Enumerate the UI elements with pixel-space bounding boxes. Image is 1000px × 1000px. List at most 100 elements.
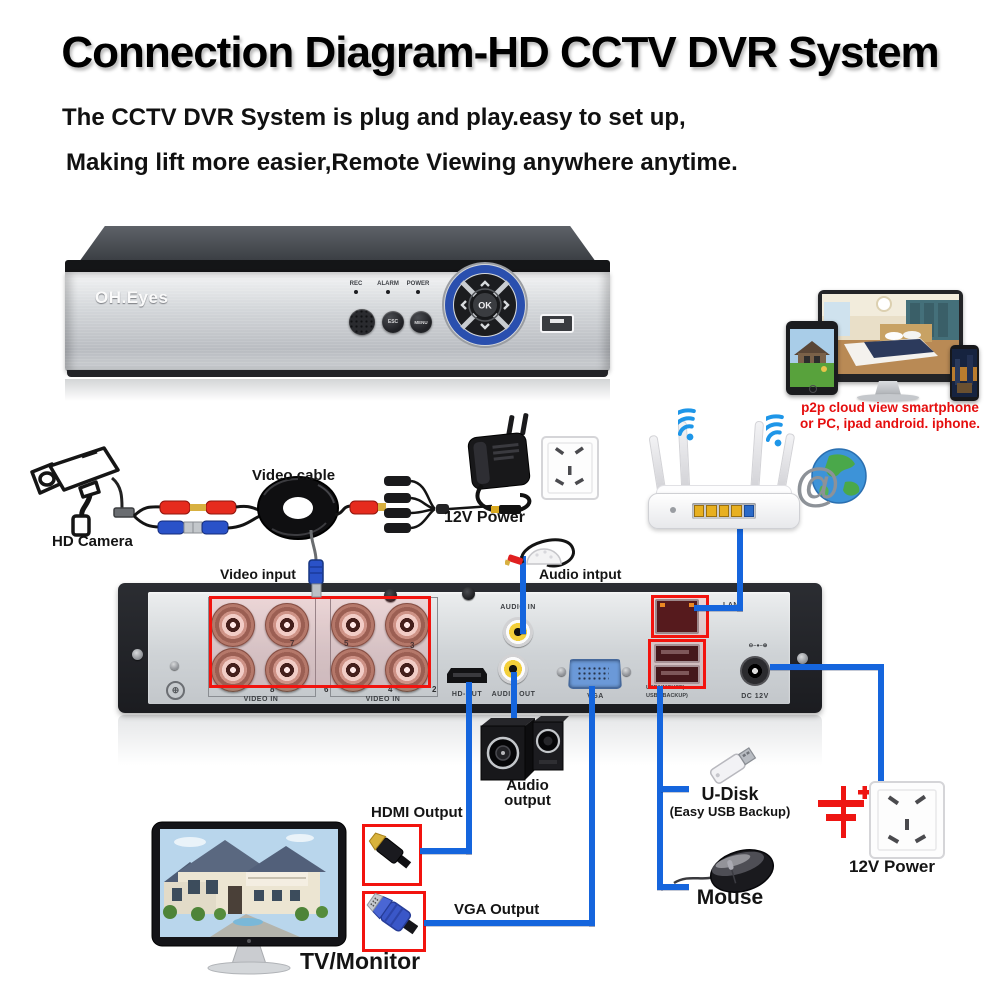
usb1-port[interactable]: [654, 644, 700, 663]
hdmi-out-port[interactable]: [447, 668, 487, 683]
video-cable-assembly: [132, 476, 493, 540]
mouse-label: Mouse: [696, 886, 764, 909]
dvr-bottom-edge: [67, 370, 608, 377]
dvr-front-view: OH.Eyes REC ALARM POWER ESC MENU OK: [65, 226, 610, 401]
router-button: [670, 507, 676, 513]
polarity-mark: ⊖–●–⊕: [748, 643, 768, 649]
bnc-video-in[interactable]: [265, 648, 309, 692]
alarm-led: ALARM: [371, 281, 405, 294]
line-usb-v: [657, 686, 663, 890]
bnc-video-in[interactable]: [265, 603, 309, 647]
lan-port[interactable]: [655, 599, 699, 634]
page-title: Connection Diagram-HD CCTV DVR System: [61, 28, 939, 77]
video-in-label-a: VIDEO IN: [243, 696, 279, 703]
subtitle-line-2: Making lift more easier,Remote Viewing a…: [66, 149, 738, 176]
ok-button-label: OK: [478, 301, 492, 311]
menu-button[interactable]: MENU: [410, 311, 432, 333]
remote-devices: [780, 285, 995, 403]
monitor-screen-bedroom: [822, 294, 959, 374]
dvr-reflection: [65, 379, 610, 401]
ethernet-port: [731, 505, 742, 517]
vga-plug-icon: [366, 893, 418, 935]
dc-12v-label: DC 12V: [741, 693, 769, 700]
audio-microphone-icon: [505, 538, 575, 568]
bnc-video-in[interactable]: [331, 603, 375, 647]
dc-12v-port[interactable]: [740, 656, 770, 686]
line-lan-h: [694, 605, 743, 611]
vga-screw: [622, 667, 631, 676]
bnc-connector-pair: [157, 520, 229, 535]
wall-outlet-icon: [541, 436, 599, 500]
tv-monitor-label: TV/Monitor: [300, 948, 421, 974]
hdmi-plug-icon: [368, 832, 412, 869]
highlight-lan: [651, 595, 709, 638]
bnc-number: 5: [344, 639, 349, 648]
vga-screw: [557, 667, 566, 676]
ethernet-port: [706, 505, 717, 517]
ir-receiver: [349, 309, 375, 335]
tablet-home-button: [809, 385, 817, 393]
brand-logo: OH.Eyes: [95, 288, 169, 307]
smartphone: [950, 345, 979, 401]
power-adapter-icon: [467, 413, 532, 514]
front-usb-port[interactable]: [540, 314, 574, 333]
wifi-icon: [766, 414, 784, 447]
wifi-router: [640, 405, 805, 537]
line-lan-v: [737, 527, 743, 611]
subtitle-line-1: The CCTV DVR System is plug and play.eas…: [62, 104, 686, 131]
vga-output-label: VGA Output: [454, 901, 540, 918]
wan-port: [743, 505, 755, 517]
cable-coil: [257, 476, 339, 540]
u-disk-label: U-Disk: [701, 784, 759, 804]
rca-connector: [349, 500, 379, 515]
screw: [462, 587, 475, 600]
power-12v-top-label: 12V Power: [444, 509, 525, 526]
bnc-number: 3: [410, 641, 415, 650]
p2p-caption-line-1: p2p cloud view smartphone: [801, 400, 979, 415]
tablet: [786, 321, 838, 395]
ethernet-port: [694, 505, 705, 517]
router-ports: [692, 503, 756, 519]
line-hdmi-v: [466, 682, 472, 854]
line-usb-udisk: [661, 786, 689, 792]
highlight-video-in: [209, 596, 431, 688]
vga-port[interactable]: [568, 659, 622, 689]
tablet-screen-house: [790, 329, 834, 387]
monitor-base: [857, 394, 919, 401]
p2p-caption-line-2: or PC, ipad android. iphone.: [799, 416, 980, 431]
bnc-video-in[interactable]: [211, 603, 255, 647]
line-vga-v: [589, 686, 595, 926]
line-power-h: [770, 664, 884, 670]
esc-button[interactable]: ESC: [382, 311, 404, 333]
monitor-stand: [875, 381, 901, 395]
audio-output-label: Audio output: [504, 777, 551, 809]
screw: [132, 649, 143, 660]
line-power-v: [878, 664, 884, 788]
pc-monitor: [818, 290, 963, 382]
usb2-port[interactable]: [654, 665, 700, 684]
screw: [170, 661, 179, 670]
audio-input-label: Audio intput: [539, 566, 622, 582]
internet-globe-icon: @: [795, 448, 867, 510]
u-disk-icon: [709, 747, 757, 784]
screw: [797, 653, 808, 664]
u-disk-sub-label: (Easy USB Backup): [669, 804, 791, 819]
bnc-video-in[interactable]: [331, 648, 375, 692]
video-cable-label: Video cable: [252, 467, 336, 484]
power-12v-bottom-label: 12V Power: [849, 857, 935, 876]
hd-camera-icon: [30, 446, 135, 537]
audio-in-port[interactable]: [503, 617, 533, 647]
navigation-pad[interactable]: OK: [440, 260, 530, 350]
bnc-video-in[interactable]: [385, 648, 429, 692]
bnc-video-in[interactable]: [385, 603, 429, 647]
vga-label: VGA: [587, 693, 604, 700]
line-audio-input: [520, 556, 526, 634]
bnc-number: 7: [290, 639, 295, 648]
tv-monitor-icon: [151, 821, 347, 975]
bnc-number: 6: [324, 685, 329, 694]
rca-connector-pair: [159, 500, 237, 515]
bnc-video-in[interactable]: [211, 648, 255, 692]
ground-symbol: ⊕: [166, 681, 185, 700]
speakers-icon: [480, 716, 569, 781]
